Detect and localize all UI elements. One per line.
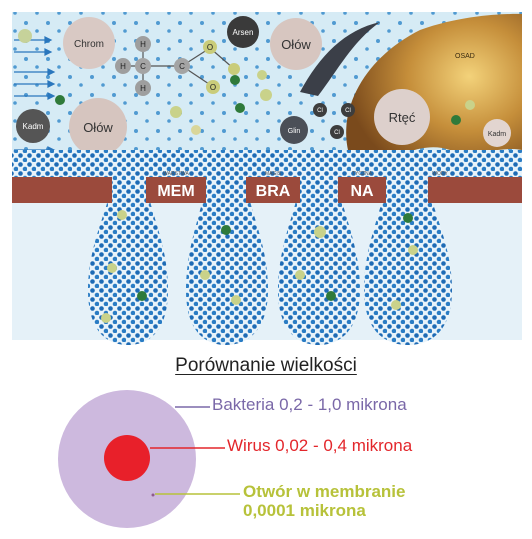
svg-text:O: O bbox=[210, 83, 216, 92]
svg-text:Kadm: Kadm bbox=[23, 122, 44, 131]
pore-label: Otwór w membranie 0,0001 mikrona bbox=[243, 482, 405, 520]
svg-text:MEM: MEM bbox=[157, 183, 194, 200]
pore-label-line2: 0,0001 mikrona bbox=[243, 501, 366, 520]
pore-dot bbox=[151, 493, 155, 497]
membrane-label: MEM BRA NA bbox=[157, 183, 374, 200]
molecule-chrom: Chrom bbox=[63, 17, 115, 69]
svg-text:Chrom: Chrom bbox=[74, 39, 104, 50]
svg-text:Ołów: Ołów bbox=[281, 37, 311, 52]
svg-text:WODY: WODY bbox=[432, 171, 448, 177]
svg-text:Cl: Cl bbox=[345, 108, 351, 114]
virus-label: Wirus 0,02 - 0,4 mikrona bbox=[227, 436, 413, 455]
molecule-olow-top: Ołów bbox=[270, 18, 322, 70]
sediment-label: OSAD bbox=[455, 53, 475, 60]
membrane bbox=[12, 177, 522, 203]
molecule-olow-mid: Ołów bbox=[69, 98, 127, 156]
svg-text:NA: NA bbox=[350, 183, 374, 200]
molecule-glin: Glin bbox=[280, 116, 308, 144]
comparison-title: Porównanie wielkości bbox=[175, 355, 357, 376]
pollution-plume bbox=[300, 22, 380, 96]
molecule-rtec: Rtęć bbox=[374, 89, 430, 145]
small-particles bbox=[18, 29, 475, 135]
virus-circle bbox=[104, 435, 150, 481]
svg-text:BRA: BRA bbox=[256, 183, 291, 200]
molecule-arsen: Arsen bbox=[227, 16, 259, 48]
svg-text:TYCZNA: TYCZNA bbox=[352, 171, 373, 177]
chlorine-ions: Cl Cl Cl bbox=[313, 103, 355, 139]
svg-text:Kadm: Kadm bbox=[488, 131, 506, 138]
svg-text:WARSTWA: WARSTWA bbox=[163, 171, 189, 177]
svg-text:Rtęć: Rtęć bbox=[389, 110, 416, 125]
svg-text:H: H bbox=[120, 62, 126, 71]
svg-text:H: H bbox=[140, 84, 146, 93]
molecule-kadm-left: Kadm bbox=[16, 109, 50, 143]
organic-atoms: H H C H C O O bbox=[115, 36, 240, 96]
svg-text:Glin: Glin bbox=[288, 128, 301, 135]
layer-caption: WARSTWA MAGIS TYCZNA WODY bbox=[163, 171, 448, 177]
molecule-kadm-right: Kadm bbox=[483, 119, 511, 147]
svg-text:C: C bbox=[140, 62, 146, 71]
svg-text:C: C bbox=[179, 62, 185, 71]
bacteria-label: Bakteria 0,2 - 1,0 mikrona bbox=[212, 395, 407, 414]
svg-text:Cl: Cl bbox=[334, 130, 340, 136]
svg-text:Cl: Cl bbox=[317, 108, 323, 114]
water-layer bbox=[12, 150, 522, 177]
svg-text:O: O bbox=[207, 43, 213, 52]
svg-text:Ołów: Ołów bbox=[83, 120, 113, 135]
svg-text:Arsen: Arsen bbox=[233, 28, 254, 37]
pore-particles bbox=[101, 210, 418, 323]
svg-text:MAGIS: MAGIS bbox=[265, 171, 282, 177]
membrane-pores bbox=[88, 176, 452, 345]
pore-label-line1: Otwór w membranie bbox=[243, 482, 406, 501]
svg-text:H: H bbox=[140, 40, 146, 49]
